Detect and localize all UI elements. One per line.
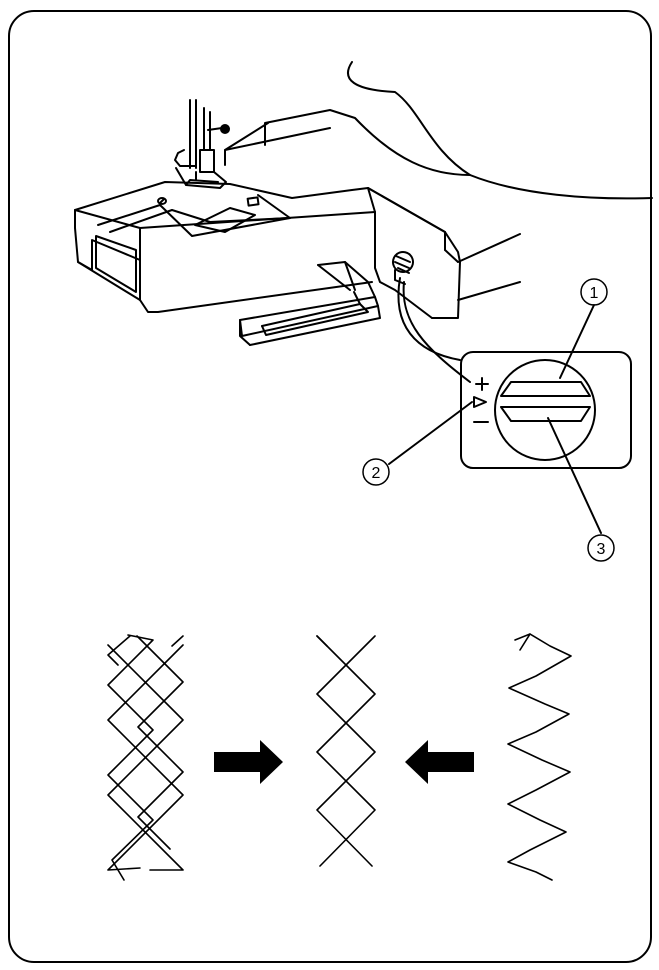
page-frame	[8, 10, 652, 963]
callout-3: 3	[597, 541, 606, 558]
callout-2: 2	[372, 465, 381, 482]
callout-circles	[362, 278, 615, 562]
tension-dial-zoom	[460, 351, 632, 469]
embroidery-unit	[74, 181, 521, 319]
presser-foot	[174, 99, 230, 189]
leader-lines	[397, 277, 471, 383]
arrow-left-icon	[405, 740, 474, 784]
stitch-right	[507, 633, 572, 881]
arrow-right-icon	[214, 740, 283, 784]
callout-labels: 1 2 3	[372, 285, 606, 558]
stitch-center	[316, 635, 376, 867]
stitch-left	[107, 634, 184, 881]
callout-leaders	[388, 304, 602, 534]
callout-1: 1	[590, 285, 599, 302]
machine-arm	[224, 61, 653, 200]
carriage-arm	[239, 261, 381, 346]
